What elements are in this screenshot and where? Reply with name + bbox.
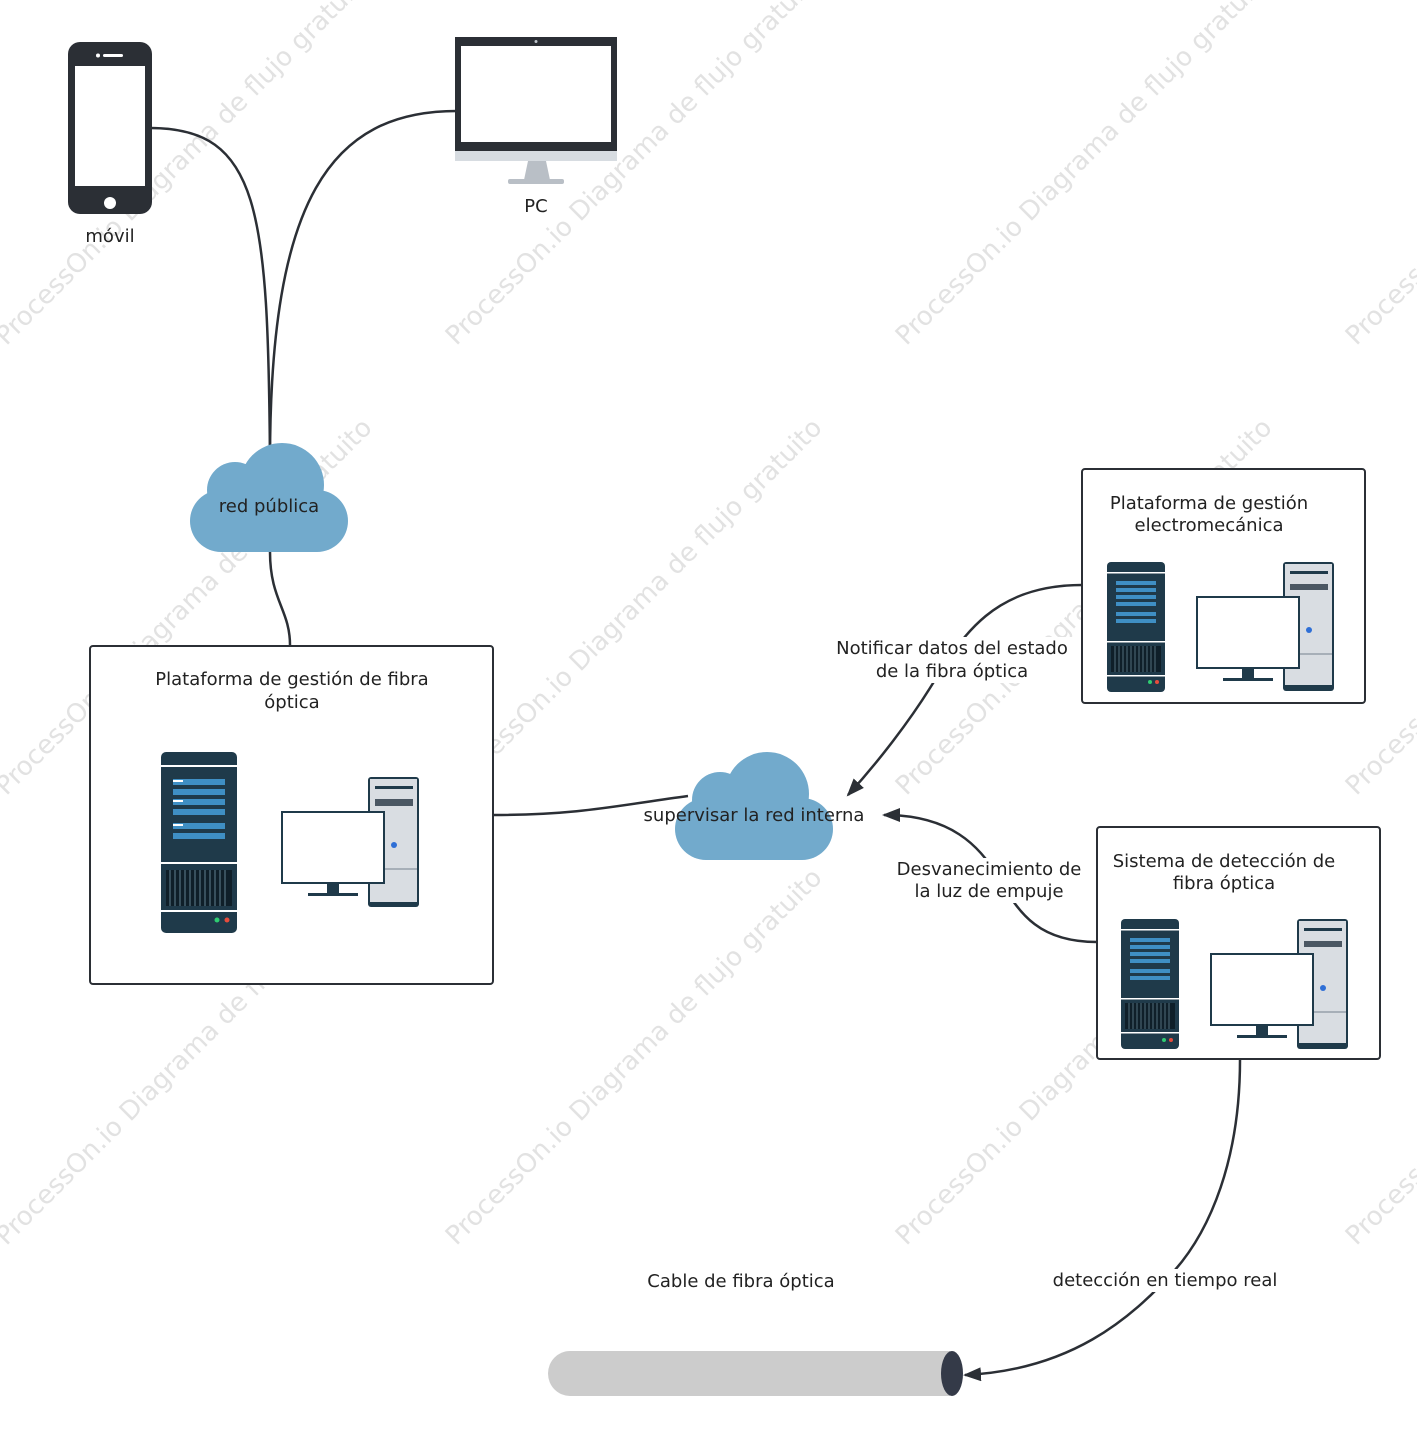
- edge-deteccion-label: detección en tiempo real: [1050, 1269, 1280, 1292]
- server-icon: [1107, 562, 1165, 692]
- edge-movil-red-publica: [149, 126, 272, 461]
- node-sistema-deteccion-title: Sistema de detección de: [1112, 851, 1336, 872]
- desktop-monitor-icon: [1210, 953, 1314, 1038]
- node-plataforma-fibra-title: óptica: [264, 692, 320, 713]
- phone-icon: [68, 42, 152, 214]
- edge-notificar-label: Notificar datos del estado: [830, 637, 1074, 660]
- server-icon: [1121, 919, 1179, 1049]
- fiber-cable-icon: [548, 1351, 963, 1396]
- node-plataforma-fibra-title: Plataforma de gestión de fibra: [155, 669, 429, 690]
- monitor-icon: [455, 37, 617, 184]
- cloud-red-publica: [190, 443, 348, 552]
- desktop-monitor-icon: [1196, 596, 1300, 681]
- edge-pc-red-publica: [268, 109, 458, 461]
- edge-desvanecimiento-label: Desvanecimiento de: [895, 858, 1083, 881]
- edge-desvanecimiento-label: la luz de empuje: [895, 880, 1083, 903]
- node-red-publica-label: red pública: [218, 496, 320, 517]
- cloud-red-interna: [675, 752, 833, 860]
- node-cable-label: Cable de fibra óptica: [647, 1271, 835, 1292]
- node-movil-label: móvil: [85, 226, 135, 247]
- node-sistema-deteccion-title: fibra óptica: [1172, 873, 1276, 894]
- desktop-monitor-icon: [281, 811, 385, 896]
- edge-deteccion: [963, 1059, 1242, 1382]
- server-icon: [161, 752, 237, 933]
- edge-red-publica-plataforma: [268, 551, 292, 646]
- node-red-interna-label: supervisar la red interna: [643, 805, 865, 826]
- edge-notificar-label: de la fibra óptica: [830, 660, 1074, 683]
- node-plataforma-electro-title: Plataforma de gestión: [1109, 493, 1309, 514]
- edge-notificar: [846, 583, 1083, 797]
- edge-plataforma-red-interna: [493, 794, 689, 817]
- node-plataforma-electro-title: electromecánica: [1134, 515, 1284, 536]
- node-pc-label: PC: [524, 196, 548, 217]
